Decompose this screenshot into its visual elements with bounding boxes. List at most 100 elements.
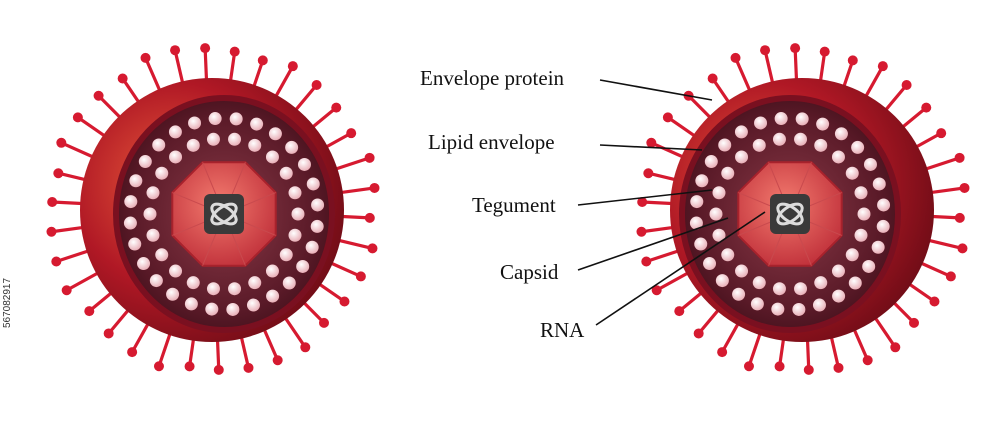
tegument-particle [123, 216, 137, 230]
spike-head [47, 197, 58, 208]
tegument-particle [857, 207, 871, 221]
spike-head [46, 226, 57, 237]
spike-head [61, 285, 72, 296]
tegument-particle [186, 138, 200, 152]
spike-stalk [228, 50, 237, 85]
spike-stalk [805, 336, 811, 372]
tegument-particle [877, 198, 891, 212]
spike-stalk [65, 270, 102, 292]
tegument-particle [834, 127, 848, 141]
spike-head [117, 73, 128, 84]
spike-stalk [639, 225, 677, 234]
tegument-particle [750, 297, 764, 311]
spike-head [707, 73, 718, 84]
tegument-particle [772, 132, 786, 146]
spike-head [287, 61, 298, 72]
tegument-particle [712, 186, 726, 200]
label-envelope-protein: Envelope protein [420, 66, 565, 90]
spike-stalk [829, 333, 841, 370]
spike-head [331, 102, 342, 113]
spike-stalk [921, 156, 962, 172]
leader-line-lipid-envelope [599, 144, 703, 151]
tegument-particle [715, 274, 729, 288]
tegument-particle [732, 287, 746, 301]
spike-head [743, 361, 754, 372]
spike-head [847, 55, 858, 66]
spike-head [229, 46, 240, 57]
tegument-particle [248, 138, 262, 152]
tegument-particle [735, 264, 749, 278]
tegument-particle [169, 150, 183, 164]
spike-stalk [121, 76, 142, 106]
tegument-particle [771, 302, 785, 316]
tegument-particle [712, 228, 726, 242]
spike-stalk [912, 131, 943, 150]
spike-stalk [261, 325, 280, 362]
leader-line-rna [595, 211, 766, 326]
spike-stalk [337, 186, 377, 195]
spike-head [833, 362, 844, 373]
spike-head [901, 79, 912, 90]
tegument-particle [186, 276, 200, 290]
spike-stalk [322, 131, 353, 150]
tegument-particle [851, 140, 865, 154]
tegument-particle [297, 157, 311, 171]
tegument-particle [282, 276, 296, 290]
spike-stalk [334, 238, 375, 250]
spike-head [730, 52, 741, 63]
tegument-particle [721, 166, 735, 180]
spike-head [311, 79, 322, 90]
tegument-particle [876, 219, 890, 233]
spike-head [957, 243, 968, 254]
spike-head [127, 347, 138, 358]
tegument-particle [226, 302, 240, 316]
tegument-particle [872, 177, 886, 191]
tegument-particle [279, 166, 293, 180]
spike-head [959, 182, 970, 193]
spike-stalk [917, 260, 953, 279]
spike-head [936, 128, 947, 139]
virus-illustration-right [636, 43, 970, 375]
tegument-particles [689, 112, 891, 316]
tegument-particle [285, 140, 299, 154]
tegument-particle [816, 117, 830, 131]
tegument-particle [168, 125, 182, 139]
spike-stalk [300, 299, 326, 325]
tegument-particle [832, 289, 846, 303]
spike-stalk [331, 156, 372, 172]
spike-head [72, 112, 83, 123]
tegument-particle [752, 138, 766, 152]
tegument-particle [124, 195, 138, 209]
tegument-particle [228, 132, 242, 146]
tegument-particle [149, 274, 163, 288]
spike-head [170, 45, 181, 56]
tegument-particle [205, 302, 219, 316]
spike-stalk [927, 186, 967, 195]
spike-head [257, 55, 268, 66]
spike-head [662, 112, 673, 123]
tegument-particle [250, 117, 264, 131]
spike-stalk [793, 46, 799, 84]
spike-stalk [649, 141, 687, 160]
spike-head [954, 152, 965, 163]
tegument-particle [792, 302, 806, 316]
spike-stalk [54, 248, 93, 264]
spike-stalk [50, 200, 86, 206]
tegument-particle [703, 257, 717, 271]
tegument-particle [155, 166, 169, 180]
tegument-particle [795, 112, 809, 126]
tegument-particle [129, 174, 143, 188]
spike-stalk [720, 319, 741, 354]
spike-head [693, 328, 704, 339]
spike-head [674, 306, 685, 317]
tegument-particle [296, 259, 310, 273]
spike-head [103, 328, 114, 339]
tegument-particle [752, 276, 766, 290]
tegument-particle [305, 240, 319, 254]
tegument-particle [814, 138, 828, 152]
tegument-particle [721, 248, 735, 262]
spike-head [890, 342, 901, 353]
spike-head [200, 43, 211, 54]
spike-stalk [644, 248, 683, 264]
spike-stalk [187, 335, 196, 369]
